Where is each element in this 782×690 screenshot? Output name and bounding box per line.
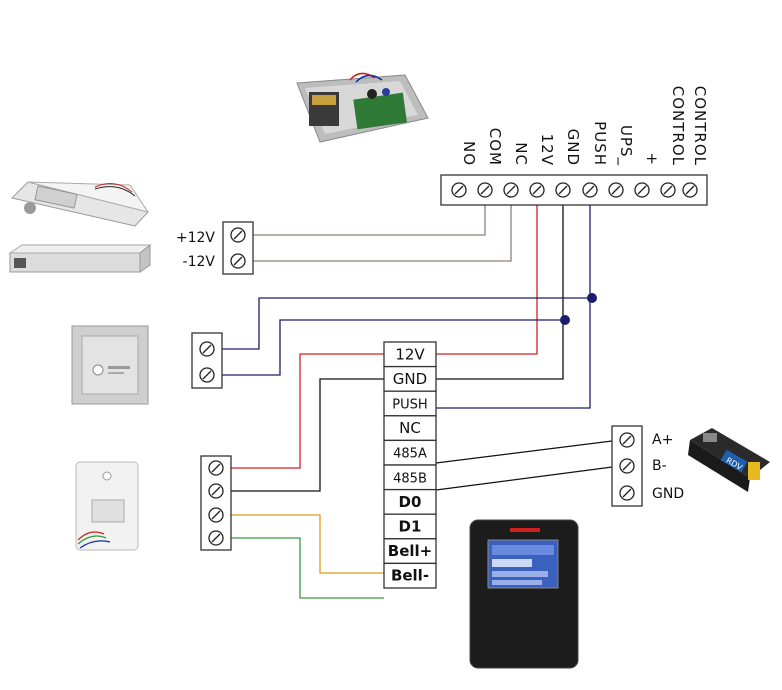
reader-label-8: D1: [399, 518, 422, 536]
reader-label-5: 485A: [393, 447, 427, 462]
lock-terminal-block: +12V -12V: [176, 221, 254, 275]
exit-screw-2: [199, 367, 215, 383]
wire-12v-to-reader: [436, 205, 538, 355]
reader-label-6: 485B: [393, 471, 427, 486]
exit-button-terminal-block: [191, 332, 223, 389]
wire-485a-to-converter: [435, 439, 621, 464]
controller-screw-1: [451, 182, 467, 198]
controller-label-6: PUSH: [591, 121, 609, 166]
controller-label-8: +: [643, 152, 661, 166]
controller-label-2: COM: [486, 128, 504, 166]
converter-label-gnd: GND: [652, 486, 684, 502]
wire-485b-to-converter: [435, 465, 621, 491]
reader-label-7: D0: [399, 493, 422, 511]
wire-gnd-to-exit-button: [214, 319, 565, 376]
reader-label-9: Bell+: [388, 542, 432, 560]
controller-screw-7: [608, 182, 624, 198]
power-supply-image: [296, 72, 429, 143]
wire-reader-gnd-to-bell: [223, 378, 384, 492]
controller-screw-2: [477, 182, 493, 198]
reader-label-10: Bell-: [391, 567, 429, 585]
controller-screw-6: [582, 182, 598, 198]
reader-label-2: GND: [393, 370, 427, 388]
door-bell-image: [75, 461, 139, 551]
lock-label-minus12v: -12V: [183, 254, 216, 270]
reader-cell-2: [383, 365, 437, 392]
bell-screw-3: [208, 507, 224, 523]
converter-screw-2: [619, 458, 635, 474]
controller-screw-8: [634, 182, 650, 198]
bell-terminal-block: [200, 455, 232, 551]
reader-label-4: NC: [399, 419, 421, 437]
wire-com-to-lock-plus: [245, 205, 486, 236]
bell-screw-2: [208, 483, 224, 499]
controller-label-3: NC: [512, 142, 530, 166]
lock-screw-2: [230, 253, 246, 269]
controller-label-5: GND: [564, 129, 582, 166]
converter-label-b-minus: B-: [652, 458, 667, 474]
junction-dots: [560, 293, 597, 325]
reader-label-3: PUSH: [392, 398, 427, 413]
wire-nc-to-lock-minus: [245, 205, 512, 262]
bolt-lock-image: [11, 181, 150, 227]
magnetic-lock-image: [8, 243, 152, 273]
bell-screw-4: [208, 530, 224, 546]
wire-bell-plus: [223, 514, 384, 574]
bell-screw-1: [208, 460, 224, 476]
junction-dot-gnd: [560, 315, 570, 325]
exit-button-image: [71, 325, 149, 405]
converter-screw-1: [619, 432, 635, 448]
wire-push-to-exit-button: [214, 297, 592, 350]
reader-cell-10: [383, 562, 437, 589]
controller-label-9: CONTROL: [669, 86, 687, 166]
controller-label-1: NO: [460, 141, 478, 166]
junction-dot-push: [587, 293, 597, 303]
reader-label-1: 12V: [395, 345, 425, 363]
wires: [214, 205, 621, 599]
rs485-converter-image: RDV: [688, 428, 770, 492]
converter-label-a-plus: A+: [652, 432, 673, 448]
lock-screw-1: [230, 227, 246, 243]
controller-screw-4: [529, 182, 545, 198]
controller-screw-3: [503, 182, 519, 198]
keypad-reader-image: [469, 519, 579, 669]
controller-screw-10: [682, 182, 698, 198]
controller-screw-9: [660, 182, 676, 198]
wire-push-to-reader: [436, 205, 591, 409]
controller-label-4: 12V: [538, 134, 556, 166]
reader-cell-1: [383, 341, 437, 368]
exit-screw-1: [199, 341, 215, 357]
controller-screw-5: [555, 182, 571, 198]
reader-cell-4: [383, 415, 437, 442]
wire-gnd-to-reader: [436, 205, 564, 380]
converter-screw-3: [619, 485, 635, 501]
controller-label-7: UPS_: [616, 125, 635, 166]
wire-bell-minus: [223, 537, 384, 599]
converter-terminal-block: A+ B- GND: [611, 425, 684, 507]
wire-reader-12v-to-bell: [223, 353, 384, 469]
lock-label-plus12v: +12V: [176, 230, 216, 246]
controller-label-10: CONTROL: [691, 86, 709, 166]
